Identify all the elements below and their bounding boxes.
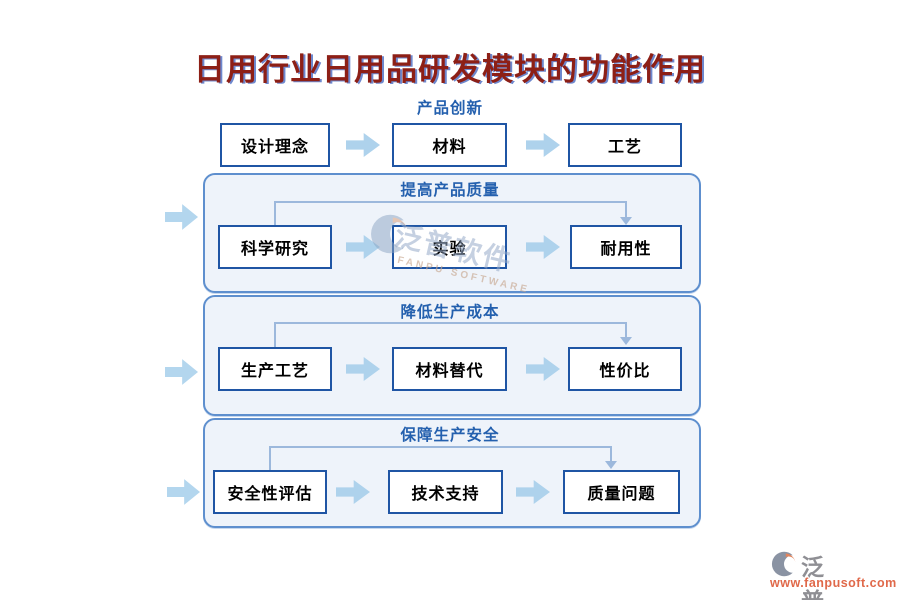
right-arrow-icon <box>346 133 380 157</box>
flow-box-label: 生产工艺 <box>240 363 309 380</box>
flow-box-craft: 工艺 <box>568 123 682 167</box>
connector-arrowhead-icon <box>620 337 632 345</box>
flow-box-label: 质量问题 <box>587 486 656 503</box>
connector-line <box>275 201 627 203</box>
row4-label: 保障生产安全 <box>400 427 500 444</box>
connector-line <box>275 322 627 324</box>
connector-arrowhead-icon <box>605 461 617 469</box>
connector-line <box>625 322 627 338</box>
flow-box-label: 材料替代 <box>415 363 484 380</box>
flow-box-experiment: 实验 <box>392 225 507 269</box>
flow-box-scientific-research: 科学研究 <box>218 225 332 269</box>
flow-box-cost-performance: 性价比 <box>568 347 682 391</box>
footer-brand-text: 泛普软件 <box>801 554 825 600</box>
flow-box-label: 技术支持 <box>411 486 480 503</box>
flow-box-durability: 耐用性 <box>570 225 682 269</box>
row2-label: 提高产品质量 <box>400 182 500 199</box>
flow-box-label: 耐用性 <box>600 241 652 258</box>
flow-box-label: 设计理念 <box>240 139 309 156</box>
section-pointer-arrow-icon <box>165 359 198 385</box>
flow-box-label: 安全性评估 <box>227 486 313 503</box>
flow-box-quality-issue: 质量问题 <box>563 470 680 514</box>
row1-label: 产品创新 <box>416 100 483 117</box>
connector-line <box>274 201 276 225</box>
row3-label: 降低生产成本 <box>400 304 500 321</box>
flow-box-label: 工艺 <box>607 139 642 156</box>
flow-box-label: 性价比 <box>599 363 651 380</box>
flow-box-label: 材料 <box>432 139 467 156</box>
right-arrow-icon <box>526 133 560 157</box>
footer-url-text: www.fanpusoft.com <box>770 576 897 590</box>
connector-line <box>274 322 276 347</box>
connector-line <box>270 446 612 448</box>
fanpu-logo-icon <box>771 551 796 577</box>
flow-box-material: 材料 <box>392 123 507 167</box>
flow-box-label: 实验 <box>432 241 467 258</box>
page-title: 日用行业日用品研发模块的功能作用 <box>194 52 706 88</box>
connector-line <box>610 446 612 462</box>
flow-box-safety-assessment: 安全性评估 <box>213 470 327 514</box>
flow-box-design-concept: 设计理念 <box>220 123 330 167</box>
flow-box-tech-support: 技术支持 <box>388 470 503 514</box>
connector-line <box>625 201 627 218</box>
flow-box-production-craft: 生产工艺 <box>218 347 332 391</box>
connector-arrowhead-icon <box>620 217 632 225</box>
connector-line <box>269 446 271 470</box>
flow-box-material-substitute: 材料替代 <box>392 347 507 391</box>
section-pointer-arrow-icon <box>165 204 198 230</box>
flow-box-label: 科学研究 <box>240 241 309 258</box>
section-pointer-arrow-icon <box>167 479 200 505</box>
